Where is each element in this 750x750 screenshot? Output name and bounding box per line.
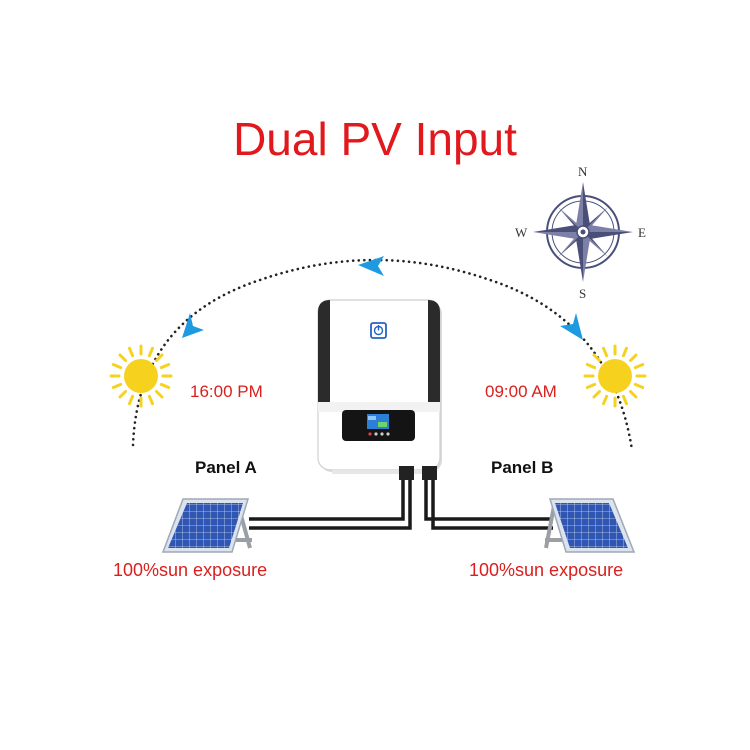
sun-left-icon [109,344,173,408]
arc-arrow-top-icon [358,256,384,276]
sun-right-icon [583,344,647,408]
cables [249,478,553,530]
cable-panel-b-lower [431,478,553,530]
sun-left-time-label: 16:00 PM [190,382,263,401]
panel-b-label: Panel B [491,458,554,477]
panel-a-label: Panel A [195,458,257,477]
inverter-logo-icon [370,322,387,339]
inverter-device [317,299,442,480]
cable-panel-a-upper [249,478,405,521]
arc-arrow-left-icon [182,313,204,338]
page-title: Dual PV Input [233,113,517,165]
solar-panel-b-icon [544,498,636,553]
sun-right-time-label: 09:00 AM [485,382,557,401]
compass-north-label: N [578,164,588,179]
compass-east-label: E [638,225,646,240]
solar-panel-a-icon [161,498,252,553]
cable-panel-a-lower [249,478,412,530]
compass-west-label: W [515,225,528,240]
panel-a-exposure-label: 100%sun exposure [113,560,268,580]
compass-rose-icon: N S E W [515,164,646,301]
arc-arrow-right-icon [560,313,583,340]
cable-panel-b-upper [424,478,553,521]
panel-b-exposure-label: 100%sun exposure [469,560,624,580]
compass-south-label: S [579,286,586,301]
